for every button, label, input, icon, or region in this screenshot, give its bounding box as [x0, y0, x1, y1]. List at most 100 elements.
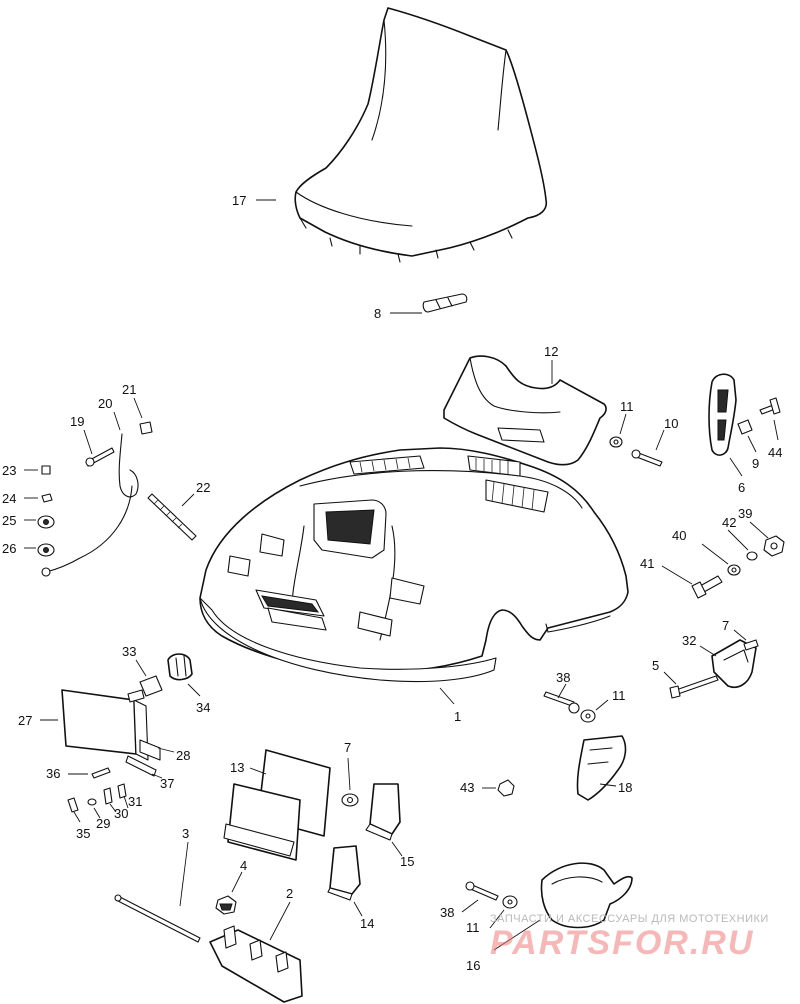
callout-38-upper: 38	[556, 670, 570, 685]
knob-part-33	[127, 675, 163, 703]
callout-3: 3	[182, 826, 189, 841]
spring-part-37	[125, 755, 157, 777]
leader-1	[439, 687, 455, 705]
leader-38-upper	[557, 683, 567, 699]
leader-42	[727, 529, 749, 551]
leader-6	[729, 457, 743, 477]
callout-40: 40	[672, 528, 686, 543]
callout-23: 23	[2, 463, 16, 478]
leader-5	[663, 671, 677, 685]
leader-32	[699, 645, 717, 657]
callout-35: 35	[76, 826, 90, 841]
mount-plate-part-2	[209, 925, 303, 1003]
washer-part-40	[727, 564, 741, 576]
watermark-brand: PARTSFOR.RU	[490, 924, 754, 962]
hood-part	[199, 447, 629, 683]
washer-part-11-middle	[580, 709, 596, 723]
screw-part-38-upper	[543, 691, 580, 714]
hinge-bracket-part-32	[711, 639, 757, 688]
clip-part-19	[85, 447, 115, 467]
pin-part-36	[91, 767, 111, 779]
callout-7-center: 7	[344, 740, 351, 755]
windshield-part	[294, 7, 548, 263]
callout-9: 9	[752, 456, 759, 471]
callout-34: 34	[196, 700, 210, 715]
tether-part-20	[45, 433, 139, 573]
rod-part-3	[114, 894, 201, 943]
callout-5: 5	[652, 658, 659, 673]
callout-11-lower: 11	[466, 920, 480, 935]
callout-10: 10	[664, 416, 678, 431]
bushing-part-9	[737, 419, 753, 435]
callout-21: 21	[122, 382, 136, 397]
leader-9	[747, 435, 757, 453]
bracket-part-28	[139, 739, 161, 761]
rod-part-22	[147, 493, 197, 541]
leader-41	[661, 565, 693, 585]
watermark-tagline: ЗАПЧАСТИ И АКСЕССУАРЫ ДЛЯ МОТОТЕХНИКИ	[490, 913, 769, 925]
bracket-part-18	[576, 735, 627, 801]
callout-18: 18	[618, 780, 632, 795]
bracket-part-14	[327, 845, 361, 901]
clip-part-8	[422, 293, 468, 313]
leader-19	[83, 429, 93, 455]
leader-34	[187, 683, 201, 697]
washer-part-11-lower	[502, 895, 518, 909]
leader-7-right	[733, 629, 747, 641]
nut-part-39	[763, 535, 785, 557]
leader-31	[123, 795, 129, 809]
callout-30: 30	[114, 806, 128, 821]
leader-16	[493, 919, 541, 951]
callout-44: 44	[768, 445, 782, 460]
leader-21	[133, 397, 143, 419]
callout-13: 13	[230, 760, 244, 775]
leader-30	[109, 803, 117, 813]
callout-7-right: 7	[722, 618, 729, 633]
leader-20	[113, 411, 121, 431]
callout-26: 26	[2, 541, 16, 556]
callout-2: 2	[286, 886, 293, 901]
leader-28	[157, 747, 175, 753]
screw-part-10	[631, 449, 663, 467]
callout-15: 15	[400, 854, 414, 869]
bolt-part-41	[691, 575, 723, 599]
callout-11-middle: 11	[612, 688, 626, 703]
nut-part-43	[497, 779, 515, 797]
callout-29: 29	[96, 816, 110, 831]
callout-43: 43	[460, 780, 474, 795]
leader-11-middle	[595, 699, 609, 711]
grommet-part-21	[139, 421, 153, 435]
callout-33: 33	[122, 644, 136, 659]
callout-8: 8	[374, 306, 381, 321]
leader-44	[773, 419, 779, 441]
screw-part-23	[41, 465, 51, 475]
rivet-part-44	[759, 397, 781, 415]
callout-17: 17	[232, 193, 246, 208]
screw-part-30	[103, 787, 113, 805]
leader-38-lower	[461, 899, 479, 913]
callout-12: 12	[544, 344, 558, 359]
callout-32: 32	[682, 633, 696, 648]
callout-41: 41	[640, 556, 654, 571]
leader-11-upper	[619, 413, 627, 435]
leader-14	[353, 901, 363, 917]
nut-part-4	[215, 895, 237, 915]
callout-6: 6	[738, 480, 745, 495]
screw-part-31	[117, 783, 127, 799]
callout-14: 14	[360, 916, 374, 931]
leader-22	[181, 493, 195, 507]
leader-13	[249, 767, 267, 775]
leader-15	[391, 841, 403, 857]
bolt-part-5	[669, 675, 719, 699]
leader-37	[151, 773, 163, 779]
callout-4: 4	[240, 858, 247, 873]
callout-1: 1	[454, 709, 461, 724]
leader-7-center	[347, 757, 351, 791]
washer-part-7-center	[341, 793, 359, 807]
leader-2	[269, 901, 291, 941]
leader-40	[701, 543, 729, 565]
callout-36: 36	[46, 766, 60, 781]
leader-18	[599, 783, 617, 787]
callout-19: 19	[70, 414, 84, 429]
leader-11-lower	[489, 909, 505, 929]
